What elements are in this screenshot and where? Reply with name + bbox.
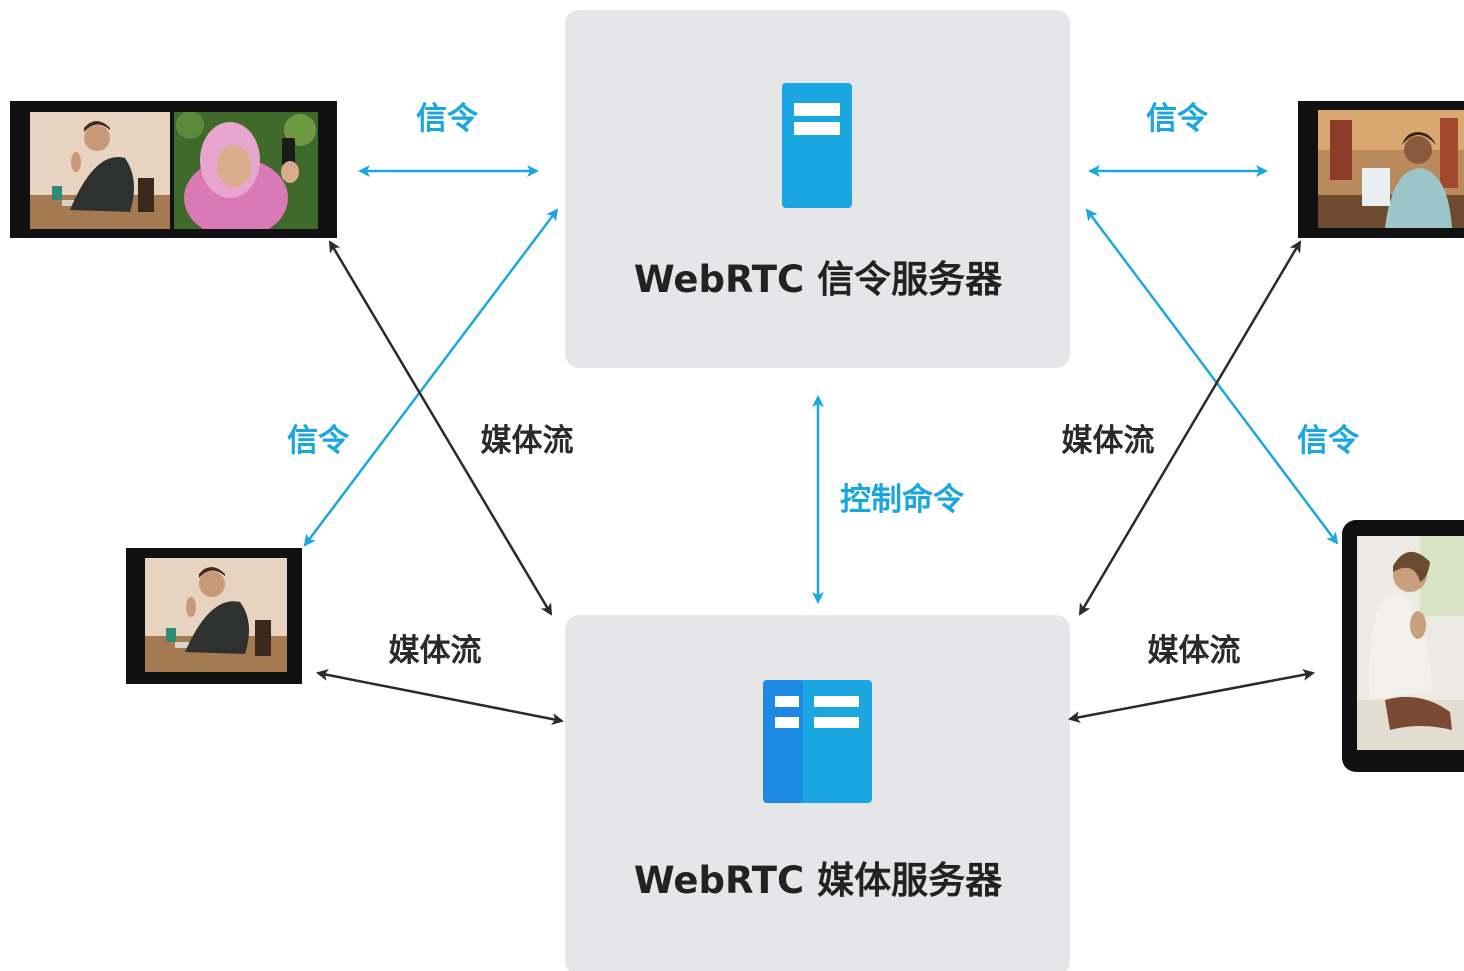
arrow-media-bottom-left (316, 669, 564, 725)
label-media-mid-left: 媒体流 (481, 423, 574, 459)
video-tile-woman-cafe (1318, 110, 1464, 228)
device-laptop-top-left (10, 101, 337, 238)
device-monitor-top-right (1298, 101, 1464, 238)
label-signal-top-right: 信令 (1146, 101, 1209, 137)
signaling-server-title: WebRTC 信令服务器 (634, 258, 1003, 301)
video-tile-man-waving-2 (145, 558, 287, 672)
device-monitor-mid-left (126, 548, 302, 684)
media-server-title: WebRTC 媒体服务器 (634, 859, 1003, 902)
label-media-bottom-left: 媒体流 (389, 633, 482, 669)
arrow-media-mid-right (1078, 240, 1302, 616)
label-signal-mid-left: 信令 (287, 423, 350, 459)
arrow-media-mid-left (328, 240, 553, 616)
label-signal-mid-right: 信令 (1297, 423, 1360, 459)
arrow-signal-mid-left (303, 208, 559, 547)
label-media-mid-right: 媒体流 (1062, 423, 1155, 459)
server-icon (782, 83, 852, 208)
server-rack-icon (763, 680, 872, 803)
arrow-signal-mid-right (1085, 208, 1339, 545)
arrow-media-bottom-right (1068, 668, 1315, 724)
video-tile-woman-sitting (1357, 536, 1464, 750)
label-media-bottom-right: 媒体流 (1148, 633, 1241, 669)
video-tile-woman-hijab (174, 112, 318, 229)
label-control-command: 控制命令 (840, 482, 965, 518)
video-tile-man-waving (30, 112, 170, 229)
device-tablet-right (1342, 520, 1464, 772)
label-signal-top-left: 信令 (416, 101, 479, 137)
